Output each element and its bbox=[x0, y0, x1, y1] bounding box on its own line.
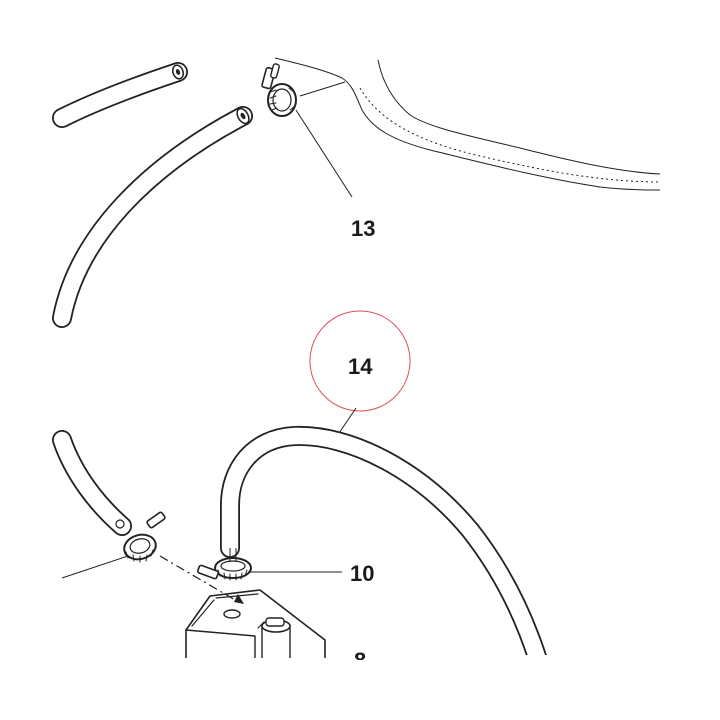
leader-left-clamp bbox=[61, 555, 129, 579]
callout-13: 13 bbox=[351, 216, 375, 241]
page-crop bbox=[340, 660, 380, 720]
callout-14: 14 bbox=[348, 354, 373, 379]
hose-upper-left bbox=[52, 62, 188, 128]
reservoir-tank-icon bbox=[170, 589, 350, 720]
hose-clamp-13-icon bbox=[261, 63, 297, 117]
body-panel-outline bbox=[274, 57, 661, 191]
arrow-down-icon bbox=[234, 594, 244, 604]
hose-clamp-10-icon bbox=[196, 548, 252, 581]
assembly-guide-line bbox=[159, 555, 243, 605]
highlight-circle bbox=[309, 310, 411, 412]
hose-clamp-left-icon bbox=[115, 511, 166, 563]
callout-10: 10 bbox=[350, 561, 374, 586]
hose-large-arc bbox=[52, 106, 253, 536]
leader-13 bbox=[295, 109, 353, 198]
